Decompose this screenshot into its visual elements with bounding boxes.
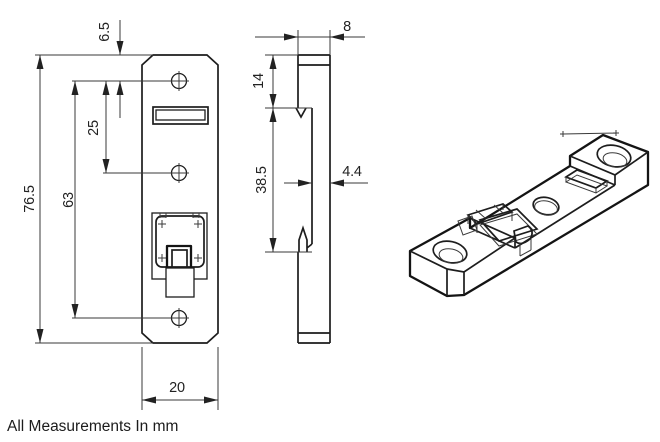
side-dimensions: 8 14 38.5 4.4 [251,19,368,252]
front-extension-lines [35,54,219,410]
iso-block-cutout [457,215,478,236]
dim-end-depth-label: 8 [343,19,351,35]
side-profile-outline [297,54,331,344]
iso-body-edges [409,151,649,296]
iso-reference-ticks [560,130,619,137]
dim-plate-width-label: 20 [169,380,185,396]
iso-silhouette [408,133,650,298]
connector-detail [151,212,208,298]
cable-slot [152,106,209,125]
front-plate-outline [141,54,219,344]
dim-web-thickness-label: 4.4 [342,164,362,180]
dim-hole-pitch-label: 25 [86,120,102,136]
snap-hook-top [295,107,307,119]
iso-hole-far [596,144,632,168]
front-dimensions: 76.5 63 25 6.5 20 [22,20,218,404]
iso-hole-middle [532,196,560,216]
iso-hole-near [432,240,468,264]
mounting-hole-bottom [169,308,189,328]
corner-cross-marks [158,220,202,262]
snap-hook-bottom [298,225,313,252]
dim-hole-span-label: 63 [61,192,77,208]
dim-web-length-label: 38.5 [254,166,270,194]
front-view: 76.5 63 25 6.5 20 [22,20,219,410]
side-extension-lines [265,30,331,253]
mounting-hole-middle [169,163,189,183]
dim-top-flange-label: 14 [251,73,267,89]
connector-top-notches [159,213,200,218]
iso-pocket [564,169,609,194]
side-view: 8 14 38.5 4.4 [251,19,368,344]
units-note: All Measurements In mm [7,418,179,435]
iso-snap-feature [457,203,539,257]
dim-overall-height-label: 76.5 [22,185,38,213]
dim-top-hole-offset-label: 6.5 [97,22,113,42]
isometric-view [408,130,650,298]
iso-latch-tab [513,225,533,245]
mounting-hole-top [169,71,189,91]
connector-tab [165,267,195,298]
